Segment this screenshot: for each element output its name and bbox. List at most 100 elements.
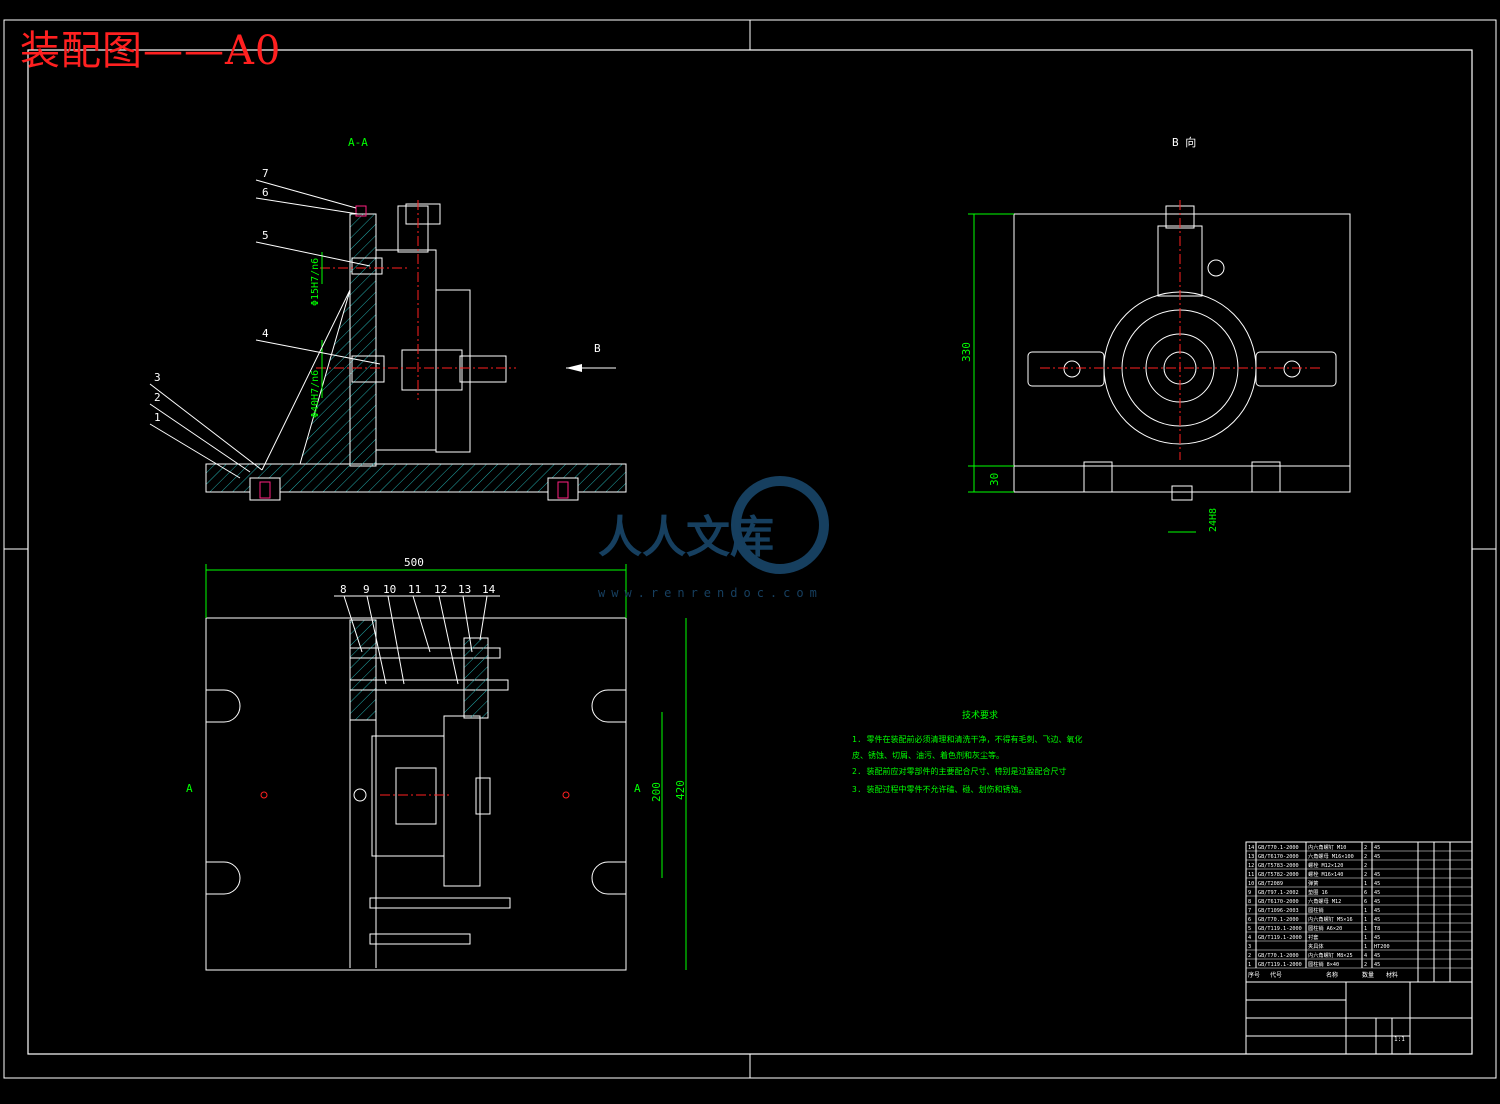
base-slot-b1: [1083, 461, 1113, 493]
bom-cell: GB/T5783-2000: [1258, 863, 1299, 869]
u-slot-left-top: [206, 689, 241, 723]
hole-left: [260, 791, 268, 799]
bom-cell: GB/T119.1-2000: [1258, 935, 1302, 941]
base-slot-left: [249, 477, 281, 501]
bom-cell: 1: [1364, 926, 1367, 932]
clamp-nut: [459, 355, 507, 383]
section-mark-left: A: [186, 782, 193, 795]
bom-cell: 6: [1364, 899, 1367, 905]
locating-pin: [351, 355, 385, 383]
leader-14: [479, 595, 488, 641]
leader-11: [412, 595, 431, 653]
drawing-title: 装配图——A0: [20, 28, 282, 74]
bom-cell: 2: [1248, 953, 1251, 959]
leader-3-ext: [261, 289, 351, 471]
bom-cell: 垫圈 16: [1308, 888, 1328, 896]
watermark-logo-ring: [731, 476, 829, 574]
notes-line-2: 皮、锈蚀、切屑、油污、着色剂和灰尘等。: [852, 750, 1004, 760]
bom-cell: 7: [1248, 908, 1251, 914]
bom-cell: 2: [1364, 845, 1367, 851]
dim-420: 420: [674, 780, 687, 800]
notes-heading: 技术要求: [962, 709, 998, 721]
base-slot-right: [547, 477, 579, 501]
bom-cell: 2: [1364, 854, 1367, 860]
bom-cell: 弹簧: [1308, 879, 1318, 887]
bom-cell: 1: [1364, 935, 1367, 941]
base-strip: [1013, 465, 1351, 493]
bom-cell: 13: [1248, 854, 1254, 860]
column-top: [397, 205, 429, 253]
bom-cell: 螺栓 M12×120: [1308, 861, 1343, 869]
notes-line-1: 1. 零件在装配前必须清理和清洗干净，不得有毛刺、飞边、氧化: [852, 734, 1082, 744]
bom-cell: 45: [1374, 917, 1380, 923]
bom-cell: GB/T5782-2000: [1258, 872, 1299, 878]
part-label-3: 3: [154, 371, 161, 384]
watermark-url: www.renrendoc.com: [598, 586, 823, 600]
u-slot-right-top: [591, 689, 626, 723]
bom-cell: 45: [1374, 890, 1380, 896]
bottom-key: [1171, 485, 1193, 501]
bom-cell: 内六角螺钉 M8×25: [1308, 951, 1353, 959]
bom-cell: 45: [1374, 872, 1380, 878]
bom-header-qty: 数量: [1362, 971, 1374, 979]
bom-cell: 12: [1248, 863, 1254, 869]
bom-cell: 45: [1374, 953, 1380, 959]
bom-cell: GB/T6170-2000: [1258, 854, 1299, 860]
bom-cell: 2: [1364, 872, 1367, 878]
bom-cell: 1: [1248, 962, 1251, 968]
bom-cell: 2: [1364, 962, 1367, 968]
bom-cell: GB/T1096-2003: [1258, 908, 1299, 914]
bolt-row-1: [349, 647, 501, 659]
bom-cell: 六角螺母 M16×100: [1308, 852, 1354, 860]
bom-cell: GB/T70.1-2000: [1258, 953, 1299, 959]
leader-3: [149, 383, 263, 471]
bom-cell: 5: [1248, 926, 1251, 932]
u-slot-right-bottom: [591, 861, 626, 895]
bom-cell: GB/T70.1-2000: [1258, 845, 1299, 851]
base-slot-b2: [1251, 461, 1281, 493]
dim-24h8: 24H8: [1208, 508, 1219, 532]
clamp-arm-left: [1027, 351, 1105, 387]
bom-cell: 圆柱销 8×40: [1308, 960, 1339, 968]
part-label-2: 2: [154, 391, 161, 404]
part-label-4: 4: [262, 327, 269, 340]
watermark: 人人文库 www.renrendoc.com: [598, 476, 829, 600]
bom-cell: GB/T6170-2000: [1258, 899, 1299, 905]
bom-cell: GB/T119.1-2000: [1258, 962, 1302, 968]
leader-4: [255, 339, 381, 365]
bom-cell: GB/T97.1-2002: [1258, 890, 1299, 896]
bom-cell: 2: [1364, 863, 1367, 869]
bom-cell: 1: [1364, 908, 1367, 914]
bom-cell: 45: [1374, 962, 1380, 968]
leader-6: [255, 197, 359, 215]
bom-cell: 8: [1248, 899, 1251, 905]
part-label-8: 8: [340, 583, 347, 596]
bolt-row-3: [369, 897, 511, 909]
part-label-5: 5: [262, 229, 269, 242]
bom-header-mat: 材料: [1386, 971, 1398, 979]
hole-right: [562, 791, 570, 799]
bom-cell: 螺栓 M16×140: [1308, 870, 1343, 878]
vertical-wall: [349, 213, 377, 467]
section-mark-right: A: [634, 782, 641, 795]
bom-cell: 9: [1248, 890, 1251, 896]
column-cap: [405, 203, 441, 225]
part-label-13: 13: [458, 583, 471, 596]
part-label-7: 7: [262, 167, 269, 180]
bom-cell: 6: [1248, 917, 1251, 923]
bom-cell: GB/T2089: [1258, 881, 1283, 887]
part-labels-8-14: 8 9 10 11 12 13 14: [334, 583, 500, 685]
technical-requirements: 技术要求 1. 零件在装配前必须清理和清洗干净，不得有毛刺、飞边、氧化 皮、锈蚀…: [852, 709, 1082, 794]
part-label-10: 10: [383, 583, 396, 596]
view-b: B 向 330 30 24H8: [960, 135, 1351, 533]
column-top-view: [443, 715, 481, 887]
bom-cell: 圆柱销: [1308, 906, 1324, 914]
base-bolt-right: [557, 481, 569, 499]
bom-cell: 内六角螺钉 M10: [1308, 843, 1346, 851]
bom-cell: 六角螺母 M12: [1308, 897, 1341, 905]
clamp-arm-right: [1255, 351, 1337, 387]
leader-13: [462, 595, 473, 653]
